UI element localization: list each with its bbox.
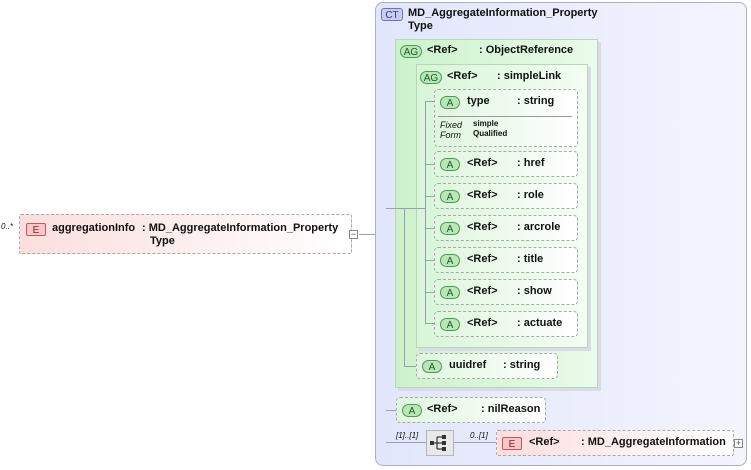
attribute-show[interactable]: A <Ref> : show (434, 279, 578, 305)
uuidref-type: : string (503, 359, 541, 371)
attribute-ref: <Ref> (467, 317, 498, 329)
child-element-ref: <Ref> (529, 436, 560, 448)
collapse-root-toggle[interactable]: − (349, 229, 358, 239)
nil-reason-type: : nilReason (481, 403, 541, 415)
complex-type-title-line1: MD_AggregateInformation_Property (408, 7, 598, 19)
attribute-icon: A (440, 190, 460, 203)
attribute-group-icon: AG (400, 45, 422, 58)
child-element-type: : MD_AggregateInformation (581, 436, 726, 448)
element-icon: E (26, 223, 46, 236)
attribute-icon: A (440, 318, 460, 331)
attribute-type-name: type (467, 95, 490, 107)
divider (438, 116, 572, 117)
fixed-value: simple (473, 119, 499, 128)
root-element-type-line2: Type (150, 235, 175, 247)
expand-child-toggle[interactable]: + (734, 438, 743, 448)
connector (454, 442, 496, 443)
connector (425, 101, 426, 323)
attribute-role[interactable]: A <Ref> : role (434, 183, 578, 209)
sequence-icon (430, 435, 446, 451)
attribute-href[interactable]: A <Ref> : href (434, 151, 578, 177)
root-element-type-line1: : MD_AggregateInformation_Property (142, 222, 339, 234)
complex-type-icon: CT (381, 8, 403, 21)
object-reference-type: : ObjectReference (479, 44, 574, 56)
attribute-icon: A (440, 158, 460, 171)
attribute-icon: A (440, 222, 460, 235)
attribute-type: : arcrole (517, 221, 561, 233)
attribute-type-type: : string (517, 95, 555, 107)
simple-link-type: : simpleLink (497, 70, 562, 82)
attribute-ref: <Ref> (467, 221, 498, 233)
attribute-arcrole[interactable]: A <Ref> : arcrole (434, 215, 578, 241)
fixed-label: Fixed (440, 120, 463, 130)
attribute-ref: <Ref> (467, 253, 498, 265)
attribute-icon: A (440, 286, 460, 299)
attribute-ref: <Ref> (467, 189, 498, 201)
connector (386, 410, 396, 411)
connector (425, 101, 434, 102)
form-label: Form (440, 130, 461, 140)
form-value: Qualified (473, 129, 508, 138)
connector (425, 292, 434, 293)
attribute-uuidref[interactable]: A uuidref : string (416, 353, 558, 379)
attribute-type: : title (517, 253, 544, 265)
attribute-icon: A (422, 360, 442, 373)
uuidref-name: uuidref (449, 359, 487, 371)
connector (425, 260, 434, 261)
connector (425, 196, 434, 197)
simple-link-ref: <Ref> (447, 70, 478, 82)
root-cardinality: 0..* (1, 222, 14, 231)
attribute-icon: A (440, 96, 460, 109)
element-MD_AggregateInformation[interactable]: E <Ref> : MD_AggregateInformation (496, 430, 734, 456)
root-element-name: aggregationInfo (52, 222, 136, 234)
attribute-type: : show (517, 285, 552, 297)
attribute-group-icon: AG (420, 71, 442, 84)
nil-reason-ref: <Ref> (427, 403, 458, 415)
connector (386, 442, 426, 443)
attribute-ref: <Ref> (467, 285, 498, 297)
connector (404, 208, 405, 366)
attribute-nilReason[interactable]: A <Ref> : nilReason (396, 397, 546, 423)
attribute-type[interactable]: A type : string Fixed simple Form Qualif… (434, 89, 578, 147)
connector (386, 208, 404, 209)
connector (359, 234, 385, 235)
complex-type-title-line2: Type (408, 20, 433, 32)
attribute-icon: A (440, 254, 460, 267)
attribute-ref: <Ref> (467, 157, 498, 169)
attribute-type: : href (517, 157, 545, 169)
attribute-type: : role (517, 189, 544, 201)
child-cardinality: 0..[1] (470, 431, 488, 440)
attribute-actuate[interactable]: A <Ref> : actuate (434, 311, 578, 337)
attribute-type: : actuate (517, 317, 563, 329)
connector (404, 366, 416, 367)
connector (425, 323, 434, 324)
connector (425, 228, 434, 229)
sequence-cardinality: [1]..[1] (396, 431, 419, 440)
connector (425, 164, 434, 165)
sequence-compositor[interactable] (426, 430, 454, 456)
attribute-title[interactable]: A <Ref> : title (434, 247, 578, 273)
root-element-aggregationInfo[interactable]: E aggregationInfo : MD_AggregateInformat… (19, 214, 352, 254)
element-icon: E (502, 437, 522, 450)
connector (404, 208, 426, 209)
attribute-icon: A (402, 404, 422, 417)
object-reference-ref: <Ref> (427, 44, 458, 56)
